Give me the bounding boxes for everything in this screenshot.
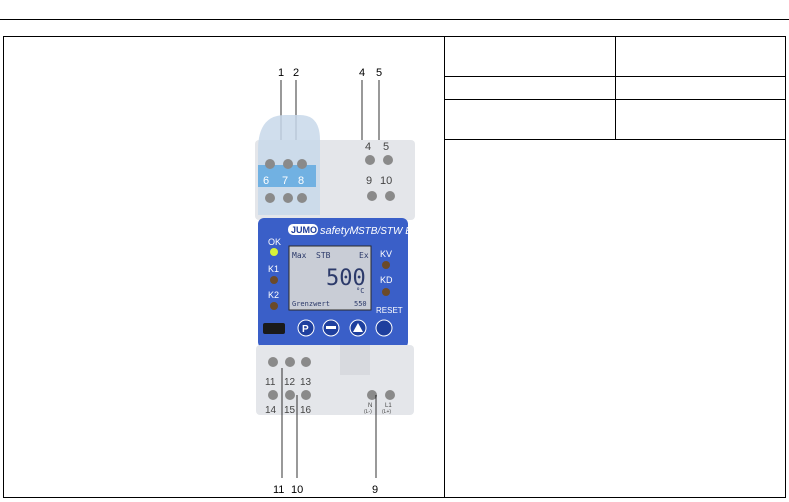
power-label-n: N xyxy=(368,403,372,409)
led-label-ok: OK xyxy=(268,237,281,247)
model-name: safetyM xyxy=(320,225,359,237)
lcd-value: 500 xyxy=(326,266,366,291)
callout-11: 11 xyxy=(273,484,284,496)
screw-icon xyxy=(301,357,311,367)
brand-badge xyxy=(288,224,318,235)
down-button[interactable] xyxy=(375,319,393,337)
screw-icon xyxy=(283,159,293,169)
callout-4: 4 xyxy=(359,67,365,79)
screw-icon xyxy=(385,191,395,201)
k2-led-icon xyxy=(270,302,278,310)
led-label-k1: K1 xyxy=(268,264,279,274)
screw-icon xyxy=(265,193,275,203)
p-button[interactable] xyxy=(297,319,315,337)
screw-icon xyxy=(265,159,275,169)
screw-icon xyxy=(268,357,278,367)
terminal-label: 4 xyxy=(365,141,371,153)
terminal-label: 8 xyxy=(298,175,304,187)
terminal-label: 12 xyxy=(284,377,296,388)
terminal-label: 14 xyxy=(265,405,277,416)
screw-icon xyxy=(367,390,377,400)
lcd-ex: Ex xyxy=(359,251,369,260)
screw-icon xyxy=(285,390,295,400)
terminal-label: 11 xyxy=(265,377,276,388)
screw-icon xyxy=(367,191,377,201)
terminal-label: 5 xyxy=(383,141,389,153)
screw-icon xyxy=(283,193,293,203)
k1-led-icon xyxy=(270,276,278,284)
brand-logo: JUMO xyxy=(291,225,317,235)
power-label-l1: L1 xyxy=(385,403,392,409)
up-arrow-icon xyxy=(353,323,363,332)
screw-icon xyxy=(365,155,375,165)
screw-icon xyxy=(383,155,393,165)
lcd-display xyxy=(288,245,372,311)
callout-5: 5 xyxy=(376,67,382,79)
terminal-label: 16 xyxy=(300,405,312,416)
screw-icon xyxy=(297,193,307,203)
screw-icon xyxy=(301,390,311,400)
screw-icon xyxy=(297,159,307,169)
blue-terminal-block xyxy=(258,165,316,187)
kv-led-icon xyxy=(382,261,390,269)
power-sub-label: (L+) xyxy=(382,409,391,415)
header-rule xyxy=(0,19,789,20)
terminal-label: 7 xyxy=(282,175,288,187)
callout-2: 2 xyxy=(293,67,299,79)
lcd-limit-value: 550 xyxy=(354,300,367,308)
lcd-mode: Max xyxy=(292,251,307,260)
led-label-k2: K2 xyxy=(268,290,279,300)
kd-led-icon xyxy=(382,288,390,296)
terminal-label: 13 xyxy=(300,377,312,388)
din-rail-clip xyxy=(340,345,370,375)
document-table xyxy=(3,36,786,498)
terminal-label: 6 xyxy=(263,175,269,187)
callout-10: 10 xyxy=(291,484,303,496)
type-label: STB/STW Ex xyxy=(358,226,418,237)
lcd-limit-label: Grenzwert xyxy=(292,300,330,308)
table-row-line-3 xyxy=(444,139,786,140)
led-label-reset: RESET xyxy=(376,306,403,315)
usb-port-icon xyxy=(263,323,285,334)
callout-1: 1 xyxy=(278,67,284,79)
terminal-label: 10 xyxy=(380,175,392,187)
terminal-label: 15 xyxy=(284,405,296,416)
ok-led-icon xyxy=(270,248,278,256)
p-button-label: P xyxy=(302,324,309,335)
table-inner-divider xyxy=(615,36,616,139)
callout-9: 9 xyxy=(372,484,378,496)
screw-icon xyxy=(268,390,278,400)
screw-icon xyxy=(285,357,295,367)
screw-icon xyxy=(385,390,395,400)
power-sub-label: (L-) xyxy=(364,409,372,415)
exit-icon xyxy=(326,326,336,329)
table-column-divider xyxy=(444,36,445,498)
terminal-label: 9 xyxy=(366,175,372,187)
lcd-unit: °C xyxy=(356,287,364,295)
lcd-function: STB xyxy=(316,251,331,260)
led-label-kv: KV xyxy=(380,249,392,259)
led-label-kd: KD xyxy=(380,275,393,285)
